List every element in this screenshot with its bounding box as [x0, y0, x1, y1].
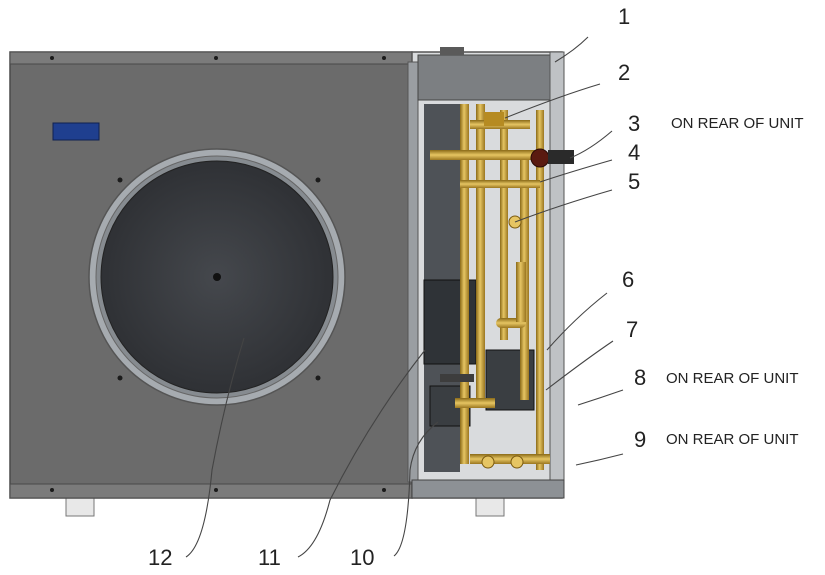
leader-6 — [546, 292, 608, 351]
callout-9-note: ON REAR OF UNIT — [666, 431, 799, 448]
front-panel-top-rail — [9, 51, 413, 65]
leader-7 — [545, 340, 614, 391]
control-box-top — [440, 47, 464, 55]
callout-10: 10 — [350, 545, 374, 570]
leader-11 — [297, 349, 426, 558]
callout-8: 8 — [634, 365, 646, 390]
right-foot — [475, 495, 505, 517]
panel-rivets — [50, 56, 386, 492]
callout-1: 1 — [618, 4, 630, 29]
callout-9: 9 — [634, 427, 646, 452]
callout-3: 3 — [628, 111, 640, 136]
left-foot — [65, 495, 95, 517]
rear-frame-post — [549, 51, 565, 499]
leader-4 — [539, 159, 613, 183]
leader-12 — [185, 337, 245, 558]
callout-3-note: ON REAR OF UNIT — [671, 115, 804, 132]
callout-6: 6 — [622, 267, 634, 292]
control-box — [417, 54, 551, 101]
brass-pipework — [430, 104, 574, 470]
compartment-base — [411, 479, 565, 499]
fan-hub — [213, 273, 221, 281]
leader-8 — [577, 389, 624, 406]
callout-8-note: ON REAR OF UNIT — [666, 370, 799, 387]
brand-badge — [52, 122, 100, 141]
leader-2 — [504, 83, 601, 119]
leader-3 — [569, 130, 613, 159]
leader-lines — [185, 36, 624, 558]
callout-5: 5 — [628, 169, 640, 194]
callout-12: 12 — [148, 545, 172, 570]
callout-7: 7 — [626, 317, 638, 342]
callout-labels: 1 2 3 4 5 6 7 8 9 10 11 12 ON REAR OF UN… — [148, 4, 804, 570]
leader-5 — [514, 189, 613, 223]
callout-11: 11 — [258, 545, 281, 570]
callout-4: 4 — [628, 140, 640, 165]
callout-2: 2 — [618, 60, 630, 85]
leader-9 — [575, 453, 624, 466]
leader-10 — [393, 421, 439, 557]
front-panel-bottom-rail — [9, 483, 413, 499]
leader-1 — [554, 36, 589, 63]
side-panel-divider — [407, 61, 419, 483]
unit-body — [9, 47, 574, 517]
